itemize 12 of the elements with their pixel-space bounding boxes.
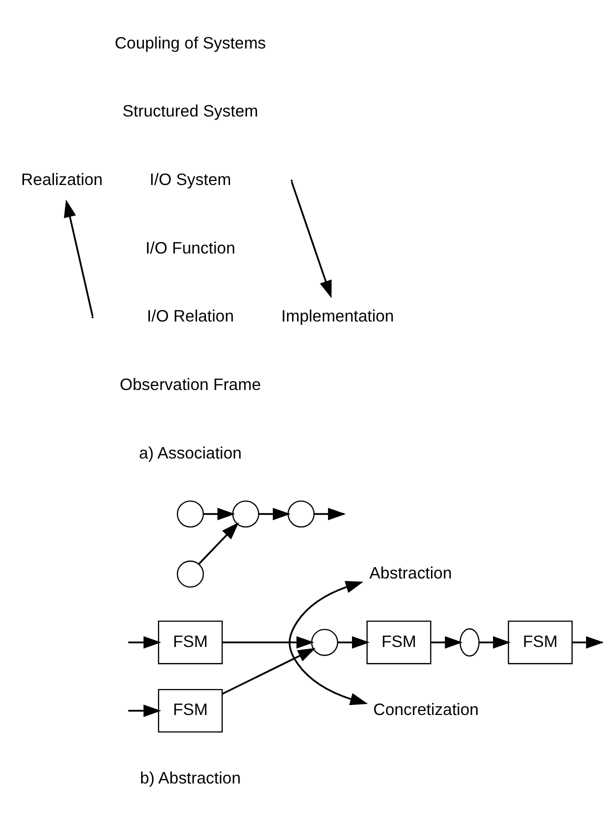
label: b) Abstraction [140, 769, 241, 788]
label: a) Association [139, 444, 242, 462]
node-text: Implementation [281, 308, 394, 326]
label: I/O Function [145, 239, 236, 258]
label: I/O Relation [146, 308, 234, 326]
node-text: Concretization [373, 701, 479, 720]
label: Observation Frame [120, 376, 261, 394]
node-text: Realization [21, 170, 103, 189]
label: I/O System [150, 170, 232, 189]
label: Coupling of Systems [114, 34, 266, 52]
node-text: Abstraction [369, 564, 452, 582]
label: Structured System [122, 102, 258, 121]
